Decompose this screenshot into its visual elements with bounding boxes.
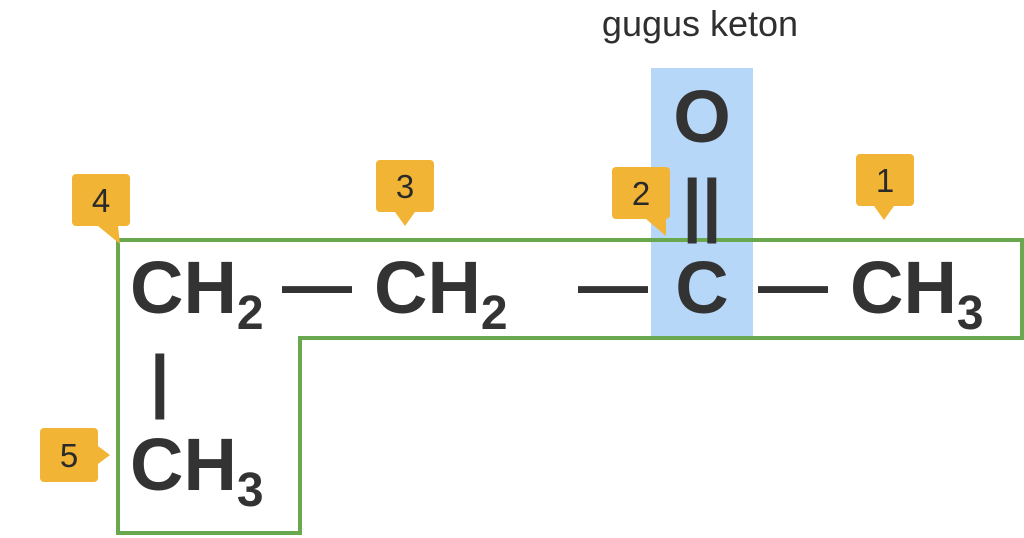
carbon-1: CH3 — [850, 246, 984, 340]
bond-c3-c2: — — [578, 245, 648, 323]
carbon-4-subscript: 2 — [237, 287, 264, 340]
ketone-group-label: gugus keton — [602, 3, 798, 44]
badge-2-label: 2 — [632, 175, 650, 212]
badge-5: 5 — [40, 428, 110, 482]
carbon-5-subscript: 3 — [237, 464, 264, 517]
carbon-1-main: CH — [850, 246, 957, 329]
carbon-2: C — [675, 246, 728, 329]
badge-1: 1 — [856, 154, 914, 220]
main-chain-frame — [116, 238, 1024, 535]
carbon-5: CH3 — [130, 423, 264, 517]
bond-c4-c5: | — [150, 341, 170, 420]
carbon-3-main: CH — [374, 246, 481, 329]
badge-1-label: 1 — [876, 162, 894, 199]
bond-c2-c1: — — [758, 245, 828, 323]
badge-3: 3 — [376, 160, 434, 226]
double-bond: || — [682, 165, 721, 244]
carbon-2-main: C — [675, 246, 728, 329]
carbon-3-subscript: 2 — [481, 287, 508, 340]
badge-4-label: 4 — [92, 182, 110, 219]
oxygen-atom: O — [673, 75, 731, 158]
badge-3-label: 3 — [396, 168, 414, 205]
carbon-3: CH2 — [374, 246, 508, 340]
bond-c4-c3: — — [282, 245, 352, 323]
badge-5-label: 5 — [60, 437, 78, 474]
badge-4: 4 — [72, 174, 130, 244]
carbon-5-main: CH — [130, 423, 237, 506]
carbon-4: CH2 — [130, 246, 264, 340]
carbon-4-main: CH — [130, 246, 237, 329]
badge-2: 2 — [612, 167, 670, 236]
carbon-1-subscript: 3 — [957, 287, 984, 340]
